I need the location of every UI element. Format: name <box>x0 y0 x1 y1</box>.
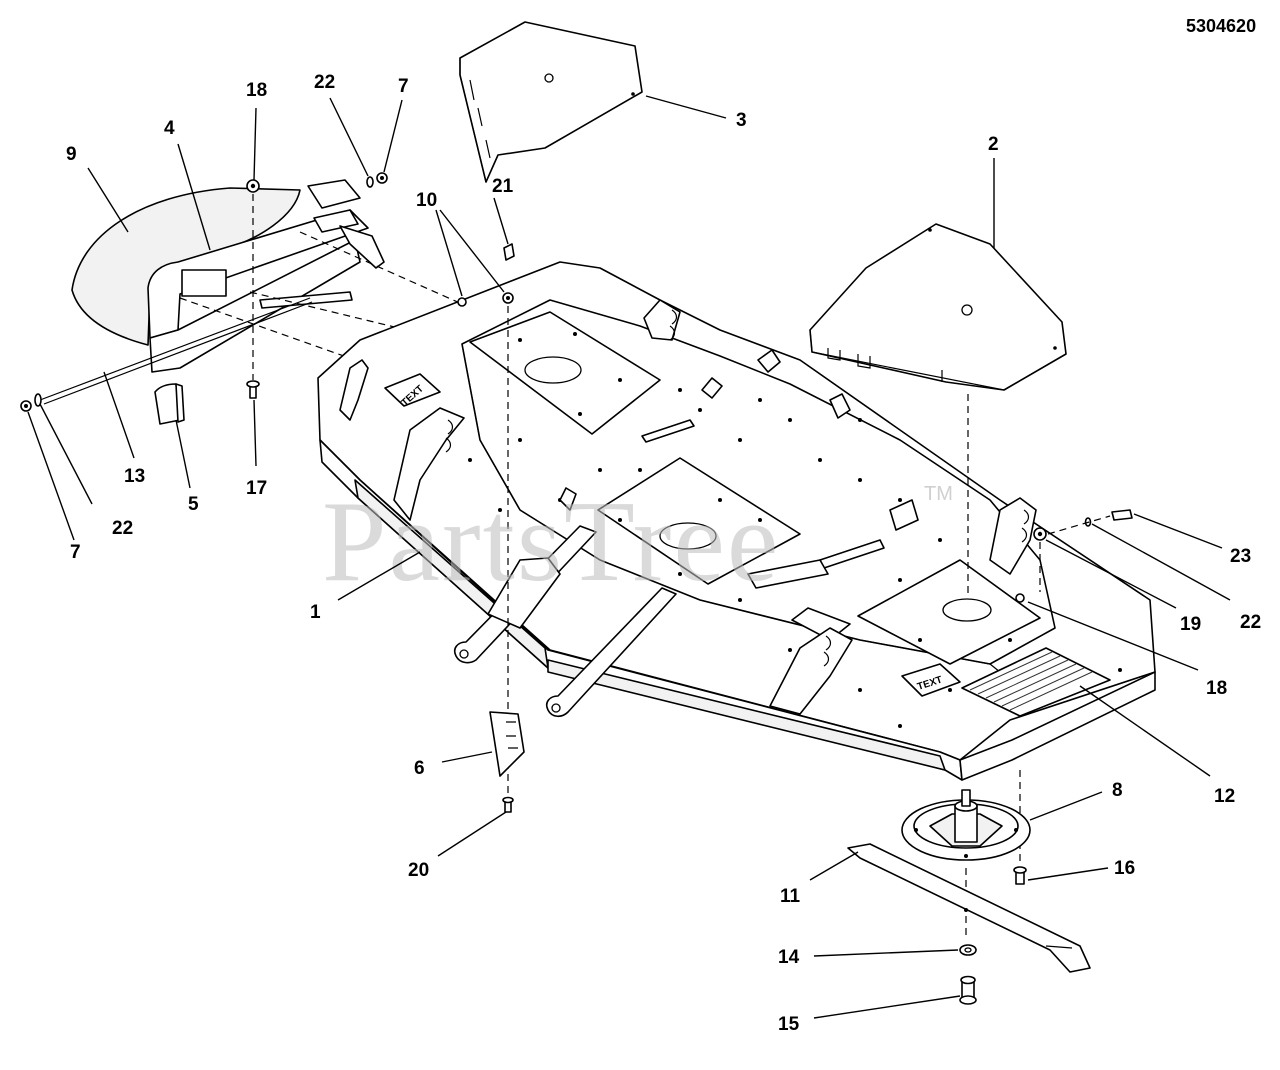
part-16-bolt <box>1013 866 1027 885</box>
callout-14: 14 <box>778 947 800 968</box>
callout-21: 21 <box>492 176 514 197</box>
hardware-top <box>366 172 388 188</box>
callout-1: 1 <box>310 602 321 623</box>
hardware-18-17 <box>246 179 260 399</box>
callout-22-left: 22 <box>112 518 133 539</box>
part-12-tread <box>961 647 1111 717</box>
part-13-rod <box>39 297 313 405</box>
callout-13: 13 <box>124 466 145 487</box>
leader-lines <box>27 95 1231 1019</box>
callout-5: 5 <box>188 494 199 515</box>
part-11-blade <box>847 843 1091 973</box>
callout-2: 2 <box>988 134 999 155</box>
callout-6: 6 <box>414 758 425 779</box>
callout-18-top: 18 <box>246 80 267 101</box>
callout-22-right: 22 <box>1240 612 1261 633</box>
part-20-bolt <box>502 796 514 813</box>
document-number: 5304620 <box>1186 16 1256 36</box>
part-15-bolt <box>959 975 977 1005</box>
watermark: PartsTree TM <box>322 478 953 606</box>
callout-3: 3 <box>736 110 747 131</box>
part-3-shield <box>459 21 643 183</box>
callout-17: 17 <box>246 478 267 499</box>
callout-7-top: 7 <box>398 76 409 97</box>
callout-4: 4 <box>164 118 175 139</box>
callout-19: 19 <box>1180 614 1201 635</box>
callout-15: 15 <box>778 1014 800 1035</box>
callout-16: 16 <box>1114 858 1135 879</box>
part-2-shield <box>809 223 1067 391</box>
callout-10: 10 <box>416 190 437 211</box>
hardware-right <box>967 394 1133 866</box>
callout-11: 11 <box>780 886 801 907</box>
callout-23: 23 <box>1230 546 1251 567</box>
callout-9: 9 <box>66 144 77 165</box>
part-1-deck: TEXT TEXT <box>317 261 1156 781</box>
watermark-text: PartsTree <box>322 478 780 606</box>
part-6-baffle <box>489 711 525 777</box>
part-5-plate <box>154 383 185 425</box>
callout-7-left: 7 <box>70 542 81 563</box>
callout-12: 12 <box>1214 786 1235 807</box>
watermark-trademark: TM <box>924 483 953 505</box>
part-14-washer <box>959 944 977 956</box>
hardware-left <box>20 393 42 412</box>
callout-8: 8 <box>1112 780 1123 801</box>
callout-18-right: 18 <box>1206 678 1227 699</box>
part-8-spindle <box>901 789 1031 940</box>
callouts: 1 2 3 4 5 6 7 7 8 9 10 11 12 13 14 15 16… <box>66 72 1261 1035</box>
callout-20: 20 <box>408 860 429 881</box>
callout-22-top: 22 <box>314 72 335 93</box>
